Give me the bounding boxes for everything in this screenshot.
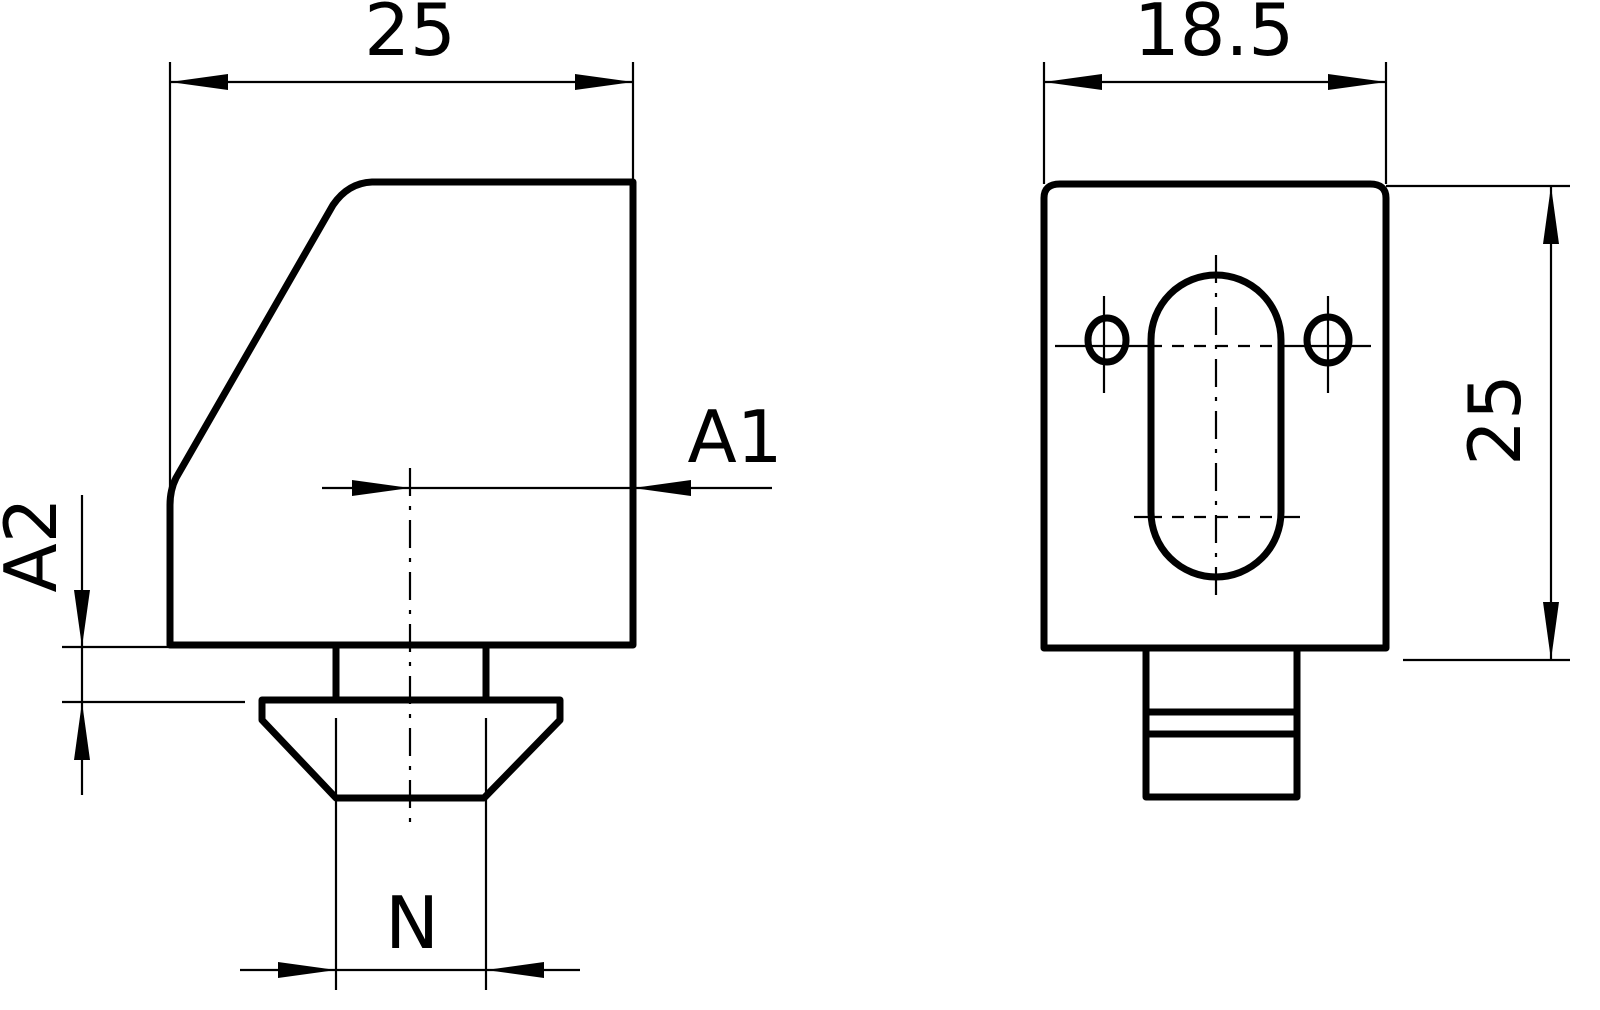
dim-a2-label: A2 xyxy=(0,497,73,592)
dim-side-width-label: 25 xyxy=(364,0,456,72)
dim-front-height: 25 xyxy=(1386,184,1570,662)
dim-n: N xyxy=(240,881,580,978)
dim-front-height-label: 25 xyxy=(1453,374,1537,466)
slot-outline xyxy=(1147,271,1285,581)
front-view xyxy=(1040,180,1390,801)
side-view xyxy=(166,178,637,990)
dim-a1-label: A1 xyxy=(687,395,782,479)
dim-n-label: N xyxy=(385,881,439,965)
side-foot-outline xyxy=(258,696,564,802)
front-foot-outline xyxy=(1142,708,1301,801)
dim-front-width: 18.5 xyxy=(1042,0,1388,184)
front-body-outline xyxy=(1040,180,1390,652)
side-body-outline xyxy=(166,178,637,649)
dim-a2: A2 xyxy=(0,495,245,795)
dim-front-width-label: 18.5 xyxy=(1134,0,1294,72)
dim-a1: A1 xyxy=(322,395,783,496)
dim-side-width: 25 xyxy=(168,0,635,645)
hole-left xyxy=(1084,314,1130,366)
